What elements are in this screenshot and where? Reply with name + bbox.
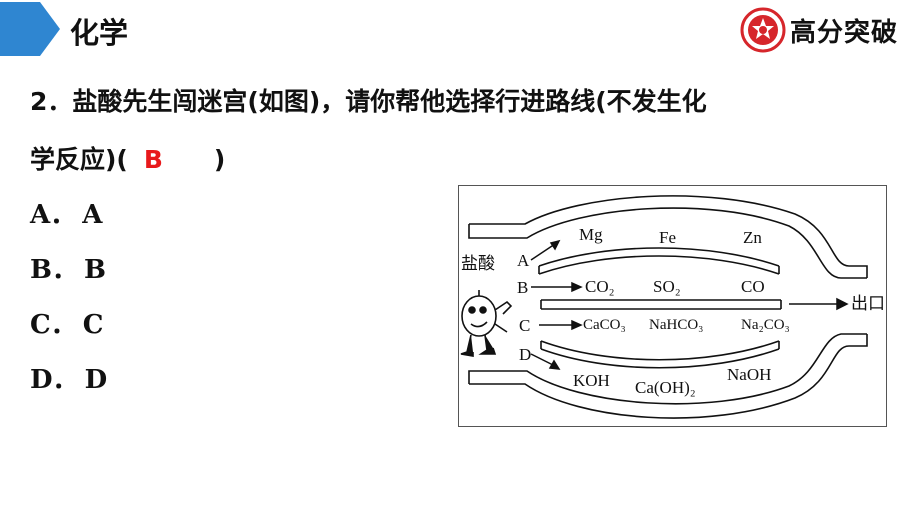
row-b-item: SO₂ <box>653 277 681 296</box>
character-label: 盐酸 <box>461 254 495 274</box>
question-line-2-suffix: ) <box>213 145 226 174</box>
option-letter: B <box>30 255 52 285</box>
row-c-item: CaCO₃ <box>583 317 626 333</box>
maze-walls <box>460 195 868 419</box>
exit-label: 出口 <box>851 294 885 314</box>
option-separator: ． <box>51 255 78 285</box>
option-separator: ． <box>50 310 77 340</box>
row-a-item: Mg <box>579 225 603 244</box>
brand-name: 高分突破 <box>790 17 899 48</box>
question-line-2: 学反应)( B) <box>30 140 225 176</box>
option-text: C <box>82 310 104 340</box>
answer-text: B <box>143 145 163 174</box>
row-c-item: NaHCO₃ <box>649 317 704 333</box>
question-line-1: 2．盐酸先生闯迷宫(如图)，请你帮他选择行进路线(不发生化 <box>30 87 707 116</box>
option-text: A <box>82 200 103 230</box>
option-letter: D <box>30 365 53 395</box>
option-text: B <box>84 255 106 285</box>
brand-logo: 高分突破 <box>740 6 898 54</box>
row-d-item: Ca(OH)₂ <box>635 378 696 397</box>
row-a-item: Zn <box>743 228 762 247</box>
route-d-label: D <box>519 345 532 364</box>
question-line-2-prefix: 学反应)( <box>30 145 128 174</box>
option-letter: A <box>30 200 51 230</box>
option-c[interactable]: C．C <box>30 304 103 341</box>
row-c-item: Na₂CO₃ <box>741 317 790 333</box>
option-text: D <box>84 365 108 395</box>
route-b-label: B <box>517 278 529 297</box>
header-chevron-icon <box>0 2 60 56</box>
route-a-label: A <box>517 251 530 270</box>
option-a[interactable]: A．A <box>30 194 102 231</box>
option-letter: C <box>30 310 51 340</box>
maze-diagram: 盐酸 出口 A B C D Mg Fe Zn CO₂ SO₂ CO CaCO₃ … <box>458 185 887 427</box>
route-c-label: C <box>519 316 531 335</box>
option-b[interactable]: B．B <box>30 249 106 286</box>
subject-title: 化学 <box>70 16 129 50</box>
brand-emblem-icon <box>740 7 786 53</box>
option-d[interactable]: D．D <box>30 359 107 396</box>
row-b-item: CO₂ <box>585 277 615 296</box>
character-figure <box>460 290 513 357</box>
row-a-item: Fe <box>659 228 676 247</box>
row-d-item: NaOH <box>727 365 772 384</box>
row-d-item: KOH <box>573 371 610 390</box>
option-separator: ． <box>50 200 77 230</box>
option-separator: ． <box>52 365 79 395</box>
row-b-item: CO <box>741 277 765 296</box>
